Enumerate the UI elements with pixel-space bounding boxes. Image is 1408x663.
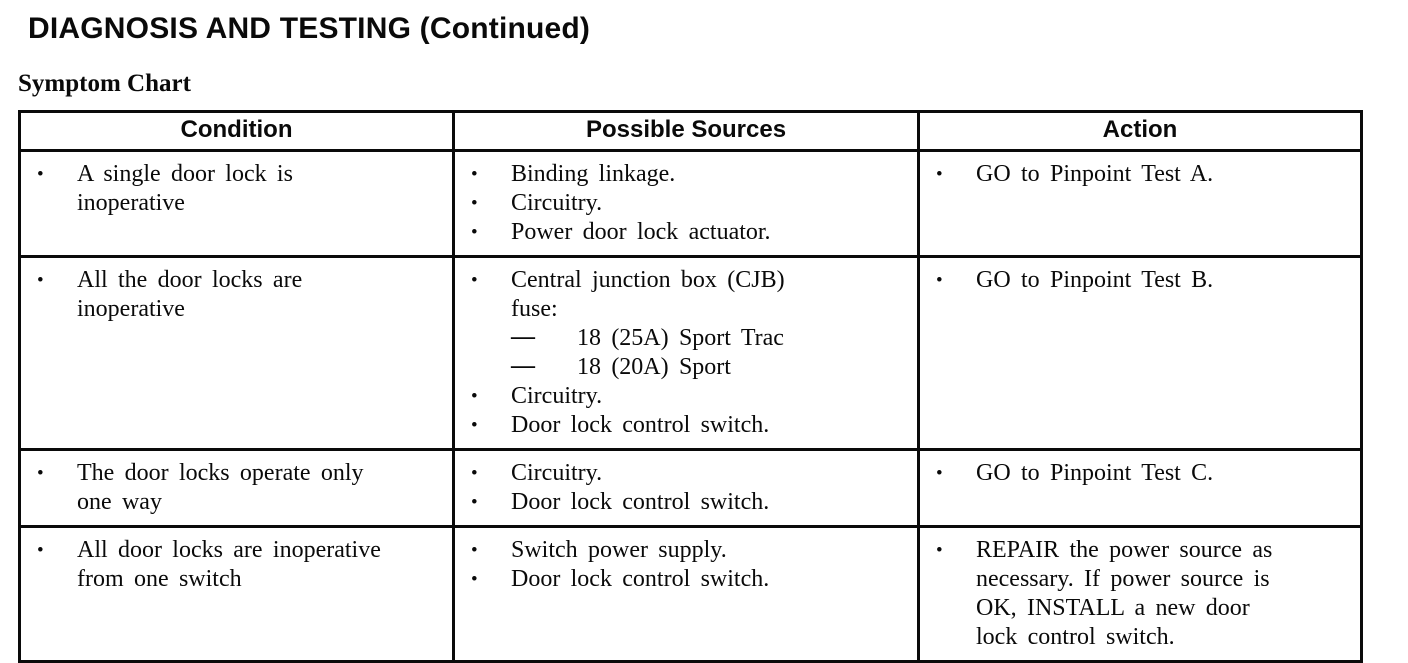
item-text: The door locks operate only one way (77, 460, 364, 515)
list-item: • GO to Pinpoint Test B. (922, 266, 1355, 295)
bullet-icon: • (471, 270, 478, 291)
cell-list: • Binding linkage. • Circuitry. • Power door … (457, 160, 912, 247)
item-text: GO to Pinpoint Test B. (976, 267, 1214, 293)
item-text: Circuitry. (511, 383, 603, 409)
cell-list: • The door locks operate only one way (23, 459, 447, 517)
item-text: All the door locks are inoperative (77, 267, 303, 322)
dash-icon: — (511, 353, 535, 379)
bullet-icon: • (471, 463, 478, 484)
item-text: Door lock control switch. (511, 489, 770, 515)
bullet-icon: • (471, 193, 478, 214)
column-header-action: Action (917, 110, 1363, 152)
bullet-icon: • (936, 540, 943, 561)
sub-list-item: — 18 (25A) Sport Trac (457, 324, 912, 353)
list-item: • Binding linkage. (457, 160, 912, 189)
bullet-icon: • (936, 463, 943, 484)
symptom-table-body: • A single door lock is inoperative • Bindi… (18, 149, 1363, 663)
item-text: All door locks are inoperative from one … (77, 537, 381, 592)
item-text: GO to Pinpoint Test C. (976, 460, 1214, 486)
list-item: • Door lock control switch. (457, 488, 912, 517)
item-text: Circuitry. (511, 460, 603, 486)
condition-cell: • A single door lock is inoperative (18, 149, 455, 258)
bullet-icon: • (471, 164, 478, 185)
bullet-icon: • (471, 222, 478, 243)
list-item: • A single door lock is inoperative (23, 160, 447, 218)
table-row: • All door locks are inoperative from one… (18, 525, 1363, 663)
list-item: • All the door locks are inoperative (23, 266, 447, 324)
possible-sources-cell: • Switch power supply. • Door lock control … (452, 525, 920, 663)
bullet-icon: • (471, 569, 478, 590)
cell-list: • A single door lock is inoperative (23, 160, 447, 218)
possible-sources-cell: • Circuitry. • Door lock control switch. (452, 448, 920, 528)
list-item: • REPAIR the power source as necessary. I… (922, 536, 1355, 652)
list-item: • Circuitry. (457, 189, 912, 218)
item-text: Door lock control switch. (511, 566, 770, 592)
action-cell: • GO to Pinpoint Test C. (917, 448, 1363, 528)
bullet-icon: • (471, 492, 478, 513)
possible-sources-cell: • Binding linkage. • Circuitry. • Power door … (452, 149, 920, 258)
column-header-condition: Condition (18, 110, 455, 152)
item-text: Switch power supply. (511, 537, 727, 563)
bullet-icon: • (471, 386, 478, 407)
cell-list: •Central junction box (CJB) fuse:—18 (25… (457, 266, 912, 440)
item-text: REPAIR the power source as necessary. If… (976, 537, 1273, 650)
item-text: A single door lock is inoperative (77, 161, 293, 216)
list-item: • GO to Pinpoint Test A. (922, 160, 1355, 189)
table-row: • All the door locks are inoperative • Cent… (18, 255, 1363, 451)
list-item: • Door lock control switch. (457, 565, 912, 594)
list-item: • Door lock control switch. (457, 411, 912, 440)
table-header-row: Condition Possible Sources Action (18, 110, 1363, 152)
page-title: DIAGNOSIS AND TESTING (Continued) (28, 12, 591, 45)
symptom-chart-table: Condition Possible Sources Action • A sin… (18, 110, 1363, 663)
list-item: • Circuitry. (457, 382, 912, 411)
item-text: Central junction box (CJB) fuse: (511, 267, 785, 322)
bullet-icon: • (37, 164, 44, 185)
cell-list: • All the door locks are inoperative (23, 266, 447, 324)
list-item: • Circuitry. (457, 459, 912, 488)
item-text: Circuitry. (511, 190, 603, 216)
condition-cell: • All the door locks are inoperative (18, 255, 455, 451)
dash-icon: — (511, 324, 535, 350)
sub-list-item: — 18 (20A) Sport (457, 353, 912, 382)
bullet-icon: • (37, 540, 44, 561)
column-header-possible-sources: Possible Sources (452, 110, 920, 152)
symptom-chart-subheading: Symptom Chart (18, 70, 191, 97)
bullet-icon: • (471, 540, 478, 561)
sub-item-text: 18 (20A) Sport (577, 354, 731, 380)
bullet-icon: • (471, 415, 478, 436)
list-item: • Power door lock actuator. (457, 218, 912, 247)
bullet-icon: • (37, 463, 44, 484)
cell-list: • All door locks are inoperative from one… (23, 536, 447, 594)
item-text: Door lock control switch. (511, 412, 770, 438)
condition-cell: • All door locks are inoperative from one… (18, 525, 455, 663)
list-item: • Switch power supply. (457, 536, 912, 565)
cell-list: • REPAIR the power source as necessary. I… (922, 536, 1355, 652)
bullet-icon: • (936, 270, 943, 291)
cell-list: • Switch power supply. • Door lock control … (457, 536, 912, 594)
cell-list: • GO to Pinpoint Test A. (922, 160, 1355, 189)
item-text: GO to Pinpoint Test A. (976, 161, 1214, 187)
sub-item-text: 18 (25A) Sport Trac (577, 325, 784, 351)
list-item: • All door locks are inoperative from one… (23, 536, 447, 594)
cell-list: • Circuitry. • Door lock control switch. (457, 459, 912, 517)
list-item: • Central junction box (CJB) fuse: (457, 266, 912, 324)
list-item: • GO to Pinpoint Test C. (922, 459, 1355, 488)
bullet-icon: • (936, 164, 943, 185)
table-row: • A single door lock is inoperative • Bindi… (18, 149, 1363, 258)
action-cell: • GO to Pinpoint Test B. (917, 255, 1363, 451)
action-cell: • GO to Pinpoint Test A. (917, 149, 1363, 258)
action-cell: • REPAIR the power source as necessary. I… (917, 525, 1363, 663)
condition-cell: • The door locks operate only one way (18, 448, 455, 528)
cell-list: • GO to Pinpoint Test C. (922, 459, 1355, 488)
possible-sources-cell: •Central junction box (CJB) fuse:—18 (25… (452, 255, 920, 451)
bullet-icon: • (37, 270, 44, 291)
table-row: • The door locks operate only one way • Cir… (18, 448, 1363, 528)
list-item: • The door locks operate only one way (23, 459, 447, 517)
cell-list: • GO to Pinpoint Test B. (922, 266, 1355, 295)
item-text: Binding linkage. (511, 161, 676, 187)
item-text: Power door lock actuator. (511, 219, 771, 245)
